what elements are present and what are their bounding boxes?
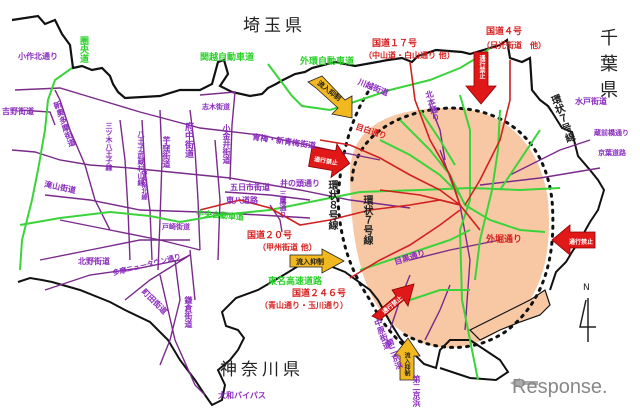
compass-north-label: N bbox=[583, 283, 590, 293]
no-traffic-arrow-ome bbox=[308, 142, 351, 179]
kanjo8-ring bbox=[336, 90, 412, 352]
national-roads bbox=[199, 60, 511, 279]
label-kanagawa: 神奈川県 bbox=[220, 360, 304, 380]
no-traffic-arrow-keiyo bbox=[551, 224, 596, 256]
label-inokashira: 井の頭通り bbox=[280, 179, 320, 188]
label-imokubo: 芋窪街道 bbox=[162, 136, 171, 168]
label-keiyo: 京葉道路 bbox=[598, 149, 626, 157]
label-route17-sub: （中山道・白山通り 他） bbox=[364, 51, 455, 60]
label-tozaki: 戸崎街道 bbox=[162, 223, 190, 231]
label-mitaka: 三鷹通り bbox=[279, 190, 287, 218]
label-mitsugi: 三ツ木八王子線 bbox=[105, 122, 113, 171]
no-traffic-label-keiyo: 通行禁止 bbox=[569, 239, 594, 246]
label-kuramae: 蔵前橋通り bbox=[594, 129, 629, 137]
label-route17: 国道１７号 bbox=[372, 39, 418, 49]
chiba-border bbox=[549, 111, 606, 291]
label-route246-sub: （青山通り・玉川通り） bbox=[260, 301, 348, 310]
label-daini-keihin-b: 第二京浜 bbox=[412, 375, 421, 407]
label-gaikan: 外環自動車道 bbox=[300, 57, 355, 67]
label-higashi-hachi: 東八道路 bbox=[226, 196, 258, 205]
label-kanjo8: 環状８号線 bbox=[326, 180, 337, 230]
label-route246: 国道２４６号 bbox=[292, 289, 347, 299]
label-mito: 水戸街道 bbox=[575, 97, 607, 106]
no-traffic-arrow-r4 bbox=[465, 51, 497, 105]
label-route20: 国道２０号 bbox=[247, 231, 293, 241]
label-kosaku-kita: 小作北通り bbox=[18, 52, 58, 61]
label-sotobori: 外堀通り bbox=[486, 235, 523, 245]
label-yamato-bypass: 大和バイパス bbox=[218, 391, 266, 400]
no-traffic-arrows bbox=[308, 51, 596, 321]
label-itsukaichi: 五日市街道 bbox=[230, 183, 270, 192]
inflow-arrow-gaikan bbox=[307, 75, 353, 119]
tokyo-bay-coast bbox=[468, 289, 551, 341]
label-route4-sub: （日光街道 他） bbox=[482, 41, 546, 50]
label-tomei: 東名高速道路 bbox=[268, 277, 323, 287]
inflow-arrow-tomei bbox=[289, 248, 345, 274]
kanagawa-border bbox=[17, 260, 510, 407]
inflow-arrow-daini-keihin bbox=[393, 337, 421, 381]
label-yoshino: 吉野街道 bbox=[2, 107, 34, 116]
label-koganei: 小金井街道 bbox=[222, 124, 231, 164]
label-chiba: 千葉県 bbox=[597, 28, 618, 106]
label-kenodo: 圏央道 bbox=[78, 36, 88, 63]
local-roads bbox=[11, 87, 601, 396]
compass-north-icon bbox=[579, 298, 596, 342]
kanjo7-ring bbox=[350, 106, 555, 349]
label-kanetsu: 関越自動車道 bbox=[200, 53, 255, 63]
label-kanjo7-w: 環状７号線 bbox=[361, 195, 372, 245]
saitama-border bbox=[11, 14, 553, 113]
label-route20-sub: （甲州街道 他） bbox=[258, 243, 317, 252]
no-traffic-label-r4: 通行禁止 bbox=[478, 55, 485, 79]
label-route4: 国道４号 bbox=[486, 27, 523, 37]
label-musashi: 八王子武蔵村山線 bbox=[137, 130, 145, 186]
inflow-limit-label-tomei: 流入抑制 bbox=[296, 258, 324, 266]
inflow-limit-arrows bbox=[289, 75, 421, 381]
label-chuo-minami: 中央南北線 bbox=[140, 170, 147, 200]
response-logo-icon bbox=[510, 378, 538, 388]
label-fuchu: 府中街道 bbox=[183, 122, 193, 158]
label-saitama: 埼玉県 bbox=[243, 16, 306, 36]
watermark: Response. bbox=[512, 376, 608, 398]
label-shiki: 志木街道 bbox=[202, 103, 230, 111]
no-traffic-arrow-r246 bbox=[371, 283, 415, 321]
inflow-limit-label-daini: 流入抑制 bbox=[403, 352, 410, 376]
label-kitano: 北野街道 bbox=[78, 257, 110, 266]
label-kamakura: 鎌倉街道 bbox=[184, 296, 193, 328]
